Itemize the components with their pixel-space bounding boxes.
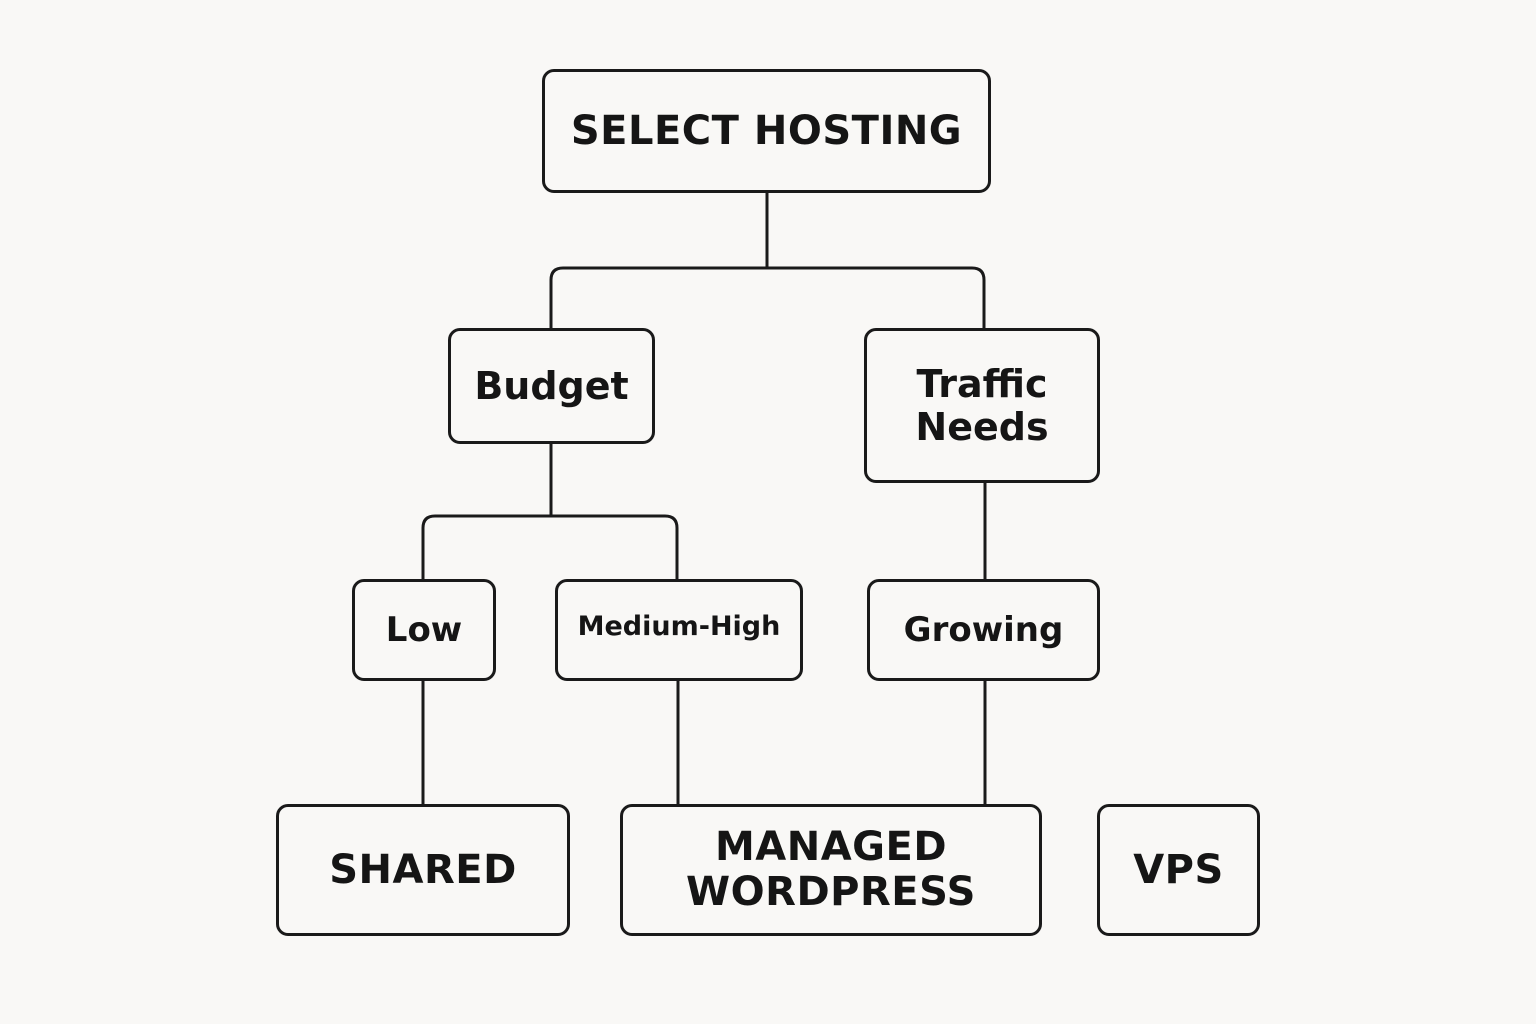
growing-node: Growing	[867, 579, 1100, 681]
connector-budget-to-options	[421, 443, 679, 579]
shared-node: SHARED	[276, 804, 570, 936]
budget-node: Budget	[448, 328, 655, 444]
select-hosting-node: SELECT HOSTING	[542, 69, 991, 193]
select-hosting-label: SELECT HOSTING	[570, 107, 963, 154]
growing-label: Growing	[903, 609, 1064, 650]
low-label: Low	[385, 609, 463, 650]
traffic-label-line2: Needs	[915, 404, 1049, 449]
medium-high-label: Medium-High	[577, 611, 781, 642]
traffic-label-line1: Traffic	[916, 361, 1048, 406]
vps-node: VPS	[1097, 804, 1260, 936]
managed-wordpress-node: MANAGED WORDPRESS	[620, 804, 1042, 936]
budget-label: Budget	[474, 363, 629, 408]
medium-high-node: Medium-High	[555, 579, 803, 681]
vps-label: VPS	[1133, 846, 1224, 893]
shared-label: SHARED	[329, 846, 517, 893]
traffic-needs-node: Traffic Needs	[864, 328, 1100, 483]
low-node: Low	[352, 579, 496, 681]
connector-root-to-branches	[549, 192, 986, 328]
managed-label-line1: MANAGED	[714, 824, 948, 871]
managed-label-line2: WORDPRESS	[686, 869, 976, 915]
